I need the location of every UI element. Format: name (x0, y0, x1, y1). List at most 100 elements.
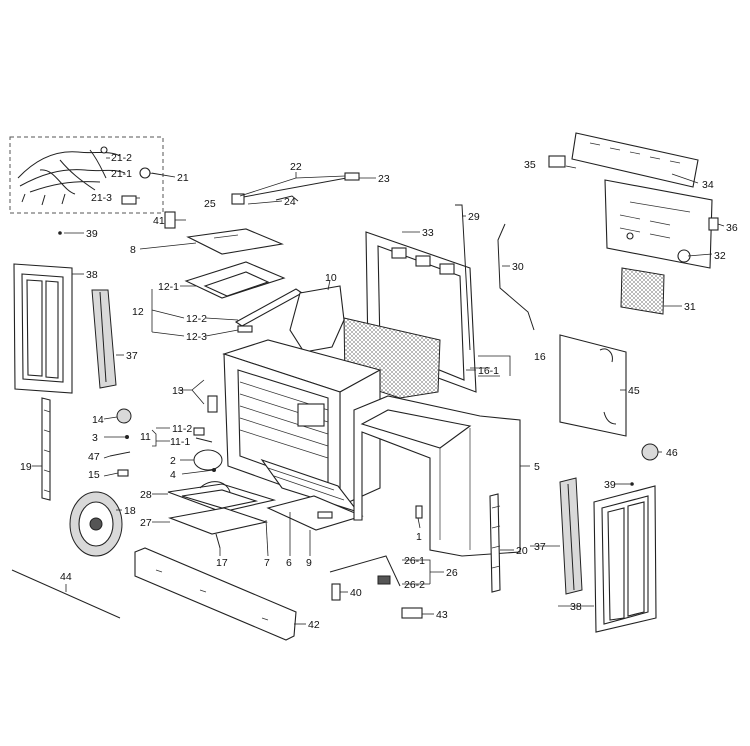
label-14: 14 (92, 414, 104, 426)
top-duct-10-part (289, 285, 345, 353)
wire-harness-part (17, 146, 151, 206)
part-17 (215, 533, 221, 549)
label-19: 19 (20, 461, 32, 473)
label-12-2: 12-2 (186, 313, 207, 325)
label-22: 22 (290, 161, 302, 173)
label-5: 5 (534, 461, 540, 473)
label-17: 17 (216, 557, 228, 569)
label-40: 40 (350, 587, 362, 599)
label-34: 34 (702, 179, 714, 191)
side-panel-45-part (559, 334, 627, 437)
label-47: 47 (88, 451, 100, 463)
label-21-2: 21-2 (111, 152, 132, 164)
drawer-front-42-part (134, 547, 297, 641)
part-labels: 21-2 21-1 21 21-3 22 23 24 25 35 34 36 3… (20, 152, 738, 631)
tube-29-part (455, 204, 471, 351)
label-23: 23 (378, 173, 390, 185)
screw-39-part (630, 482, 634, 486)
label-31: 31 (684, 301, 696, 313)
label-26-1: 26-1 (404, 555, 425, 567)
kick-panel-44-part (11, 569, 121, 619)
label-18: 18 (124, 505, 136, 517)
label-44: 44 (60, 571, 72, 583)
wire-harness-group (9, 136, 164, 214)
label-6: 6 (286, 557, 292, 569)
label-12: 12 (132, 306, 144, 318)
part-1 (415, 505, 423, 519)
label-12-1: 12-1 (158, 281, 179, 293)
left-hinge-37-part (91, 289, 117, 389)
rear-cover-34-part (571, 132, 699, 188)
label-21-1: 21-1 (111, 168, 132, 180)
rail-19-part (41, 397, 51, 501)
switch-41-part (164, 211, 176, 229)
part-11-2 (193, 427, 205, 436)
label-11-1: 11-1 (170, 436, 190, 448)
part-11-1 (195, 437, 213, 443)
rail-20-part (489, 493, 501, 593)
label-11: 11 (140, 431, 151, 443)
back-panel-32-part (604, 179, 713, 269)
leader-lines (32, 157, 725, 625)
knob-46-part (641, 443, 659, 461)
tube-30-part (497, 223, 535, 331)
label-16: 16 (534, 351, 546, 363)
part-3 (125, 435, 129, 439)
label-2: 2 (170, 455, 176, 467)
label-30: 30 (512, 261, 524, 273)
label-21: 21 (177, 172, 189, 184)
label-29: 29 (468, 211, 480, 223)
bracket-35-part (548, 155, 566, 168)
label-26: 26 (446, 567, 458, 579)
label-13: 13 (172, 385, 184, 397)
label-24: 24 (284, 196, 296, 208)
knob-14-part (116, 408, 132, 424)
label-3: 3 (92, 432, 98, 444)
label-42: 42 (308, 619, 320, 631)
label-45: 45 (628, 385, 640, 397)
label-1: 1 (416, 531, 422, 543)
element-2-part (193, 449, 223, 471)
filter-31-part (620, 267, 665, 315)
cover-8-part (186, 228, 284, 255)
label-25: 25 (204, 198, 216, 210)
valve-26-2-part (377, 575, 391, 585)
part-40 (331, 583, 341, 601)
element-parts-group (109, 449, 223, 477)
burner-18-part (69, 491, 123, 557)
label-28: 28 (140, 489, 152, 501)
label-39-left: 39 (86, 228, 98, 240)
label-21-3: 21-3 (91, 192, 112, 204)
label-39-right: 39 (604, 479, 616, 491)
part-47 (109, 451, 131, 457)
label-26-2: 26-2 (404, 579, 425, 591)
left-door-group (13, 231, 117, 394)
label-38-right: 38 (570, 601, 582, 613)
label-12-3: 12-3 (186, 331, 207, 343)
label-4: 4 (170, 469, 176, 481)
right-parts-group (489, 443, 659, 633)
label-32: 32 (714, 250, 726, 262)
label-36: 36 (726, 222, 738, 234)
label-16-1: 16-1 (478, 365, 499, 377)
label-9: 9 (306, 557, 312, 569)
label-8: 8 (130, 244, 136, 256)
label-37-left: 37 (126, 350, 138, 362)
part-13 (207, 395, 218, 413)
left-small-parts-group (41, 395, 218, 501)
top-wire-group (231, 172, 360, 205)
bottom-drawer-group (167, 481, 277, 549)
oven-cavity-group (222, 339, 382, 514)
bottom-parts-group (11, 547, 423, 641)
label-20: 20 (516, 545, 528, 557)
label-27: 27 (140, 517, 152, 529)
label-11-2: 11-2 (172, 423, 192, 435)
part-15 (117, 469, 129, 477)
label-46: 46 (666, 447, 678, 459)
tube-26-1-part (329, 555, 401, 587)
label-10: 10 (325, 272, 337, 284)
label-43: 43 (436, 609, 448, 621)
tray-27-part (167, 507, 269, 535)
